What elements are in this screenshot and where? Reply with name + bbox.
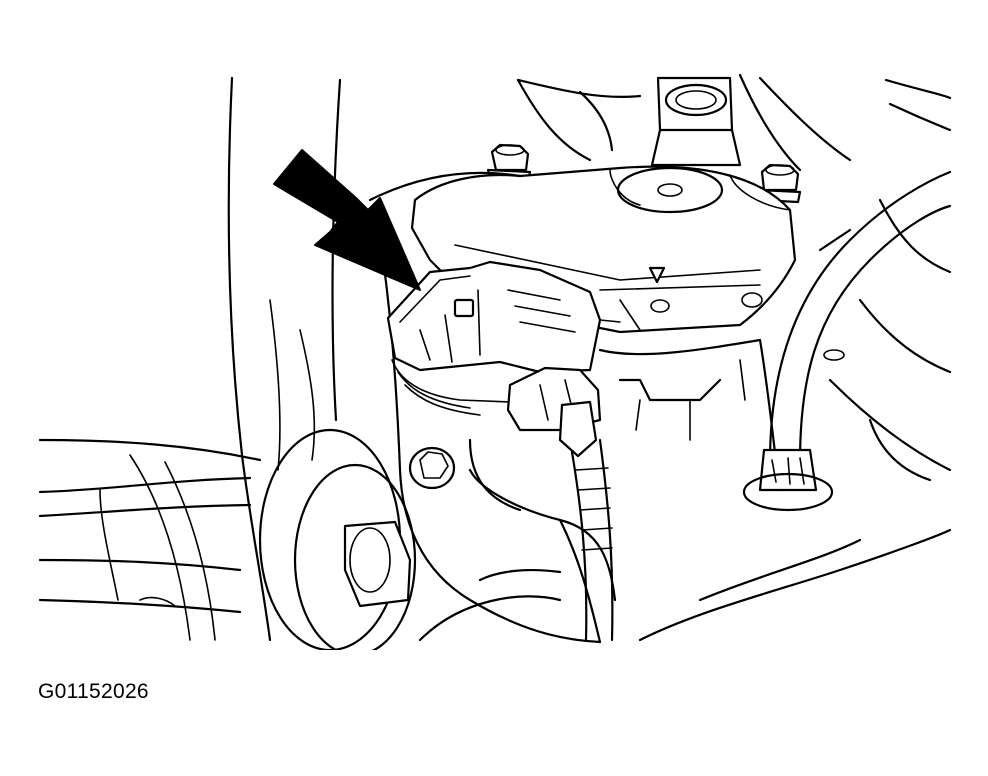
- right-components: [818, 198, 952, 482]
- engine-line-drawing: [38, 73, 952, 650]
- lower-contours: [418, 528, 952, 642]
- fender-panel: [227, 76, 342, 642]
- drive-belts: [38, 438, 262, 641]
- connector: [386, 260, 621, 416]
- upper-pipes: [516, 73, 952, 172]
- case-bolt: [408, 446, 456, 490]
- pulley: [258, 428, 417, 650]
- figure-id-label: G01152026: [38, 680, 149, 703]
- right-hose: [742, 170, 952, 512]
- pointer-arrow: [273, 149, 421, 291]
- top-boss: [650, 76, 742, 167]
- harness-plug: [506, 366, 614, 642]
